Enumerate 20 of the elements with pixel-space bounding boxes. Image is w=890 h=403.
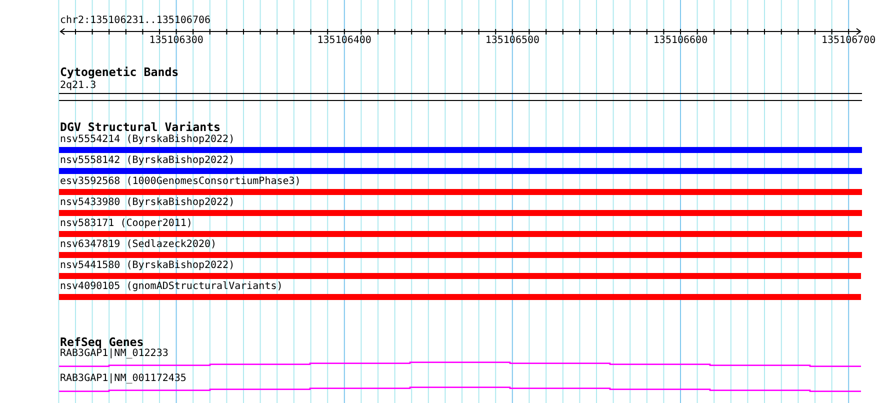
location-label: chr2:135106231..135106706 [60,15,211,27]
gene-label: RAB3GAP1|NM_001172435 [60,373,186,385]
track-title: RefSeq Genes [60,336,144,349]
track-title: DGV Structural Variants [60,121,221,134]
gene-label: RAB3GAP1|NM_012233 [60,348,168,360]
variant-label: nsv4090105 (gnomADStructuralVariants) [60,281,283,293]
tick-label: 135106700 [821,35,876,47]
tick-label: 135106600 [653,35,708,47]
variant-label: esv3592568 (1000GenomesConsortiumPhase3) [60,176,301,188]
tick-label: 135106300 [149,35,204,47]
tick-label: 135106400 [317,35,372,47]
variant-label: nsv5554214 (ByrskaBishop2022) [60,134,235,146]
variant-label: nsv6347819 (Sedlazeck2020) [60,239,217,251]
track-title: Cytogenetic Bands [60,66,179,79]
variant-label: nsv5433980 (ByrskaBishop2022) [60,197,235,209]
variant-label: nsv5441580 (ByrskaBishop2022) [60,260,235,272]
variant-label: nsv583171 (Cooper2011) [60,218,192,230]
tick-label: 135106500 [485,35,540,47]
band-label: 2q21.3 [60,80,96,92]
variant-label: nsv5558142 (ByrskaBishop2022) [60,155,235,167]
